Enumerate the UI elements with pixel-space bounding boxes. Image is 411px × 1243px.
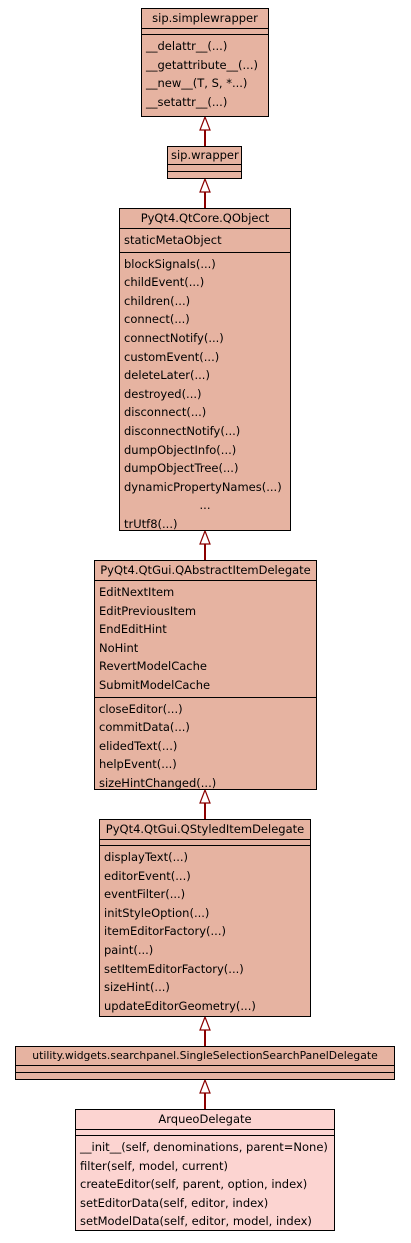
arrowhead-wrapper xyxy=(199,177,211,193)
method-item: setItemEditorFactory(...) xyxy=(104,961,244,976)
methods-section: __delattr__(...) __getattribute__(...) _… xyxy=(142,35,268,113)
method-item: disconnect(...) xyxy=(124,405,207,420)
method-item: __setattr__(...) xyxy=(146,94,228,109)
methods-section: closeEditor(...) commitData(...) elidedT… xyxy=(95,698,316,795)
arrowhead-qabstract xyxy=(199,788,211,804)
method-item: __new__(T, S, *...) xyxy=(146,76,248,91)
attribute-item: EditNextItem xyxy=(99,585,175,599)
method-item: filter(self, model, current) xyxy=(80,1158,228,1173)
method-item: commitData(...) xyxy=(99,720,190,735)
method-item: updateEditorGeometry(...) xyxy=(104,998,256,1013)
method-item: childEvent(...) xyxy=(124,275,205,290)
method-item: displayText(...) xyxy=(104,850,189,864)
class-box-arqueodelegate[interactable]: ArqueoDelegate __init__(self, denominati… xyxy=(75,1109,335,1231)
method-item: helpEvent(...) xyxy=(99,757,177,772)
class-box-singleselectionsearchpaneldelegate[interactable]: utility.widgets.searchpanel.SingleSelect… xyxy=(15,1046,395,1080)
method-item: eventFilter(...) xyxy=(104,887,186,902)
method-item: sizeHintChanged(...) xyxy=(99,775,217,790)
class-box-sip-wrapper[interactable]: sip.wrapper xyxy=(167,146,242,179)
method-item: dynamicPropertyNames(...) xyxy=(124,479,282,494)
methods-section: __init__(self, denominations, parent=Non… xyxy=(76,1136,334,1233)
attribute-item: EditPreviousItem xyxy=(99,603,197,618)
attribute-item: staticMetaObject xyxy=(124,233,222,247)
class-title: sip.wrapper xyxy=(168,147,241,165)
method-item: initStyleOption(...) xyxy=(104,905,210,920)
method-item: __init__(self, denominations, parent=Non… xyxy=(80,1140,328,1154)
method-item: disconnectNotify(...) xyxy=(124,423,241,438)
class-title: PyQt4.QtGui.QAbstractItemDelegate xyxy=(95,561,316,581)
method-item: setEditorData(self, editor, index) xyxy=(80,1195,269,1210)
attributes-section: EditNextItem EditPreviousItem EndEditHin… xyxy=(95,581,316,698)
method-item: sizeHint(...) xyxy=(104,980,170,995)
method-item: connectNotify(...) xyxy=(124,330,224,345)
attribute-item: EndEditHint xyxy=(99,622,167,637)
class-box-sip-simplewrapper[interactable]: sip.simplewrapper __delattr__(...) __get… xyxy=(141,8,269,117)
attributes-section xyxy=(16,1066,394,1073)
arrowhead-searchpanel xyxy=(199,1078,211,1094)
method-item: dumpObjectTree(...) xyxy=(124,461,239,476)
method-item: itemEditorFactory(...) xyxy=(104,924,226,939)
class-title: utility.widgets.searchpanel.SingleSelect… xyxy=(16,1047,394,1066)
method-item: blockSignals(...) xyxy=(124,256,216,271)
class-title: sip.simplewrapper xyxy=(142,9,268,29)
method-item: customEvent(...) xyxy=(124,349,220,364)
method-item: closeEditor(...) xyxy=(99,701,183,716)
method-item: __delattr__(...) xyxy=(146,39,228,53)
attributes-section xyxy=(142,29,268,35)
methods-section: blockSignals(...) childEvent(...) childr… xyxy=(120,253,290,536)
method-item: __getattribute__(...) xyxy=(146,57,258,72)
method-item: elidedText(...) xyxy=(99,738,178,753)
method-item: editorEvent(...) xyxy=(104,868,191,883)
class-title: PyQt4.QtCore.QObject xyxy=(120,209,290,229)
method-item: setModelData(self, editor, model, index) xyxy=(80,1214,312,1229)
methods-section: displayText(...) editorEvent(...) eventF… xyxy=(100,846,310,1017)
method-item: trUtf8(...) xyxy=(124,516,178,531)
method-item: deleteLater(...) xyxy=(124,368,210,383)
attributes-section xyxy=(100,840,310,846)
methods-section xyxy=(16,1073,394,1079)
method-item: dumpObjectInfo(...) xyxy=(124,442,237,457)
class-title: PyQt4.QtGui.QStyledItemDelegate xyxy=(100,820,310,840)
attributes-section xyxy=(76,1130,334,1136)
attribute-item: NoHint xyxy=(99,640,139,655)
method-item: children(...) xyxy=(124,293,191,308)
attribute-item: RevertModelCache xyxy=(99,659,207,674)
methods-section xyxy=(168,172,241,178)
method-item: connect(...) xyxy=(124,312,190,327)
method-item: paint(...) xyxy=(104,942,154,957)
class-title: ArqueoDelegate xyxy=(76,1110,334,1130)
ellipsis-item: ... xyxy=(199,498,211,513)
class-box-qstyleditemdelegate[interactable]: PyQt4.QtGui.QStyledItemDelegate displayT… xyxy=(99,819,311,1017)
attributes-section xyxy=(168,165,241,172)
class-box-qobject[interactable]: PyQt4.QtCore.QObject staticMetaObject bl… xyxy=(119,208,291,531)
arrowhead-qstyled xyxy=(199,1015,211,1031)
class-box-qabstractitemdelegate[interactable]: PyQt4.QtGui.QAbstractItemDelegate EditNe… xyxy=(94,560,317,790)
attribute-item: SubmitModelCache xyxy=(99,677,211,692)
method-item: destroyed(...) xyxy=(124,386,202,401)
arrowhead-qobject xyxy=(199,529,211,545)
attributes-section: staticMetaObject xyxy=(120,229,290,253)
arrowhead-simplewrapper xyxy=(199,115,211,131)
method-item: createEditor(self, parent, option, index… xyxy=(80,1177,308,1192)
